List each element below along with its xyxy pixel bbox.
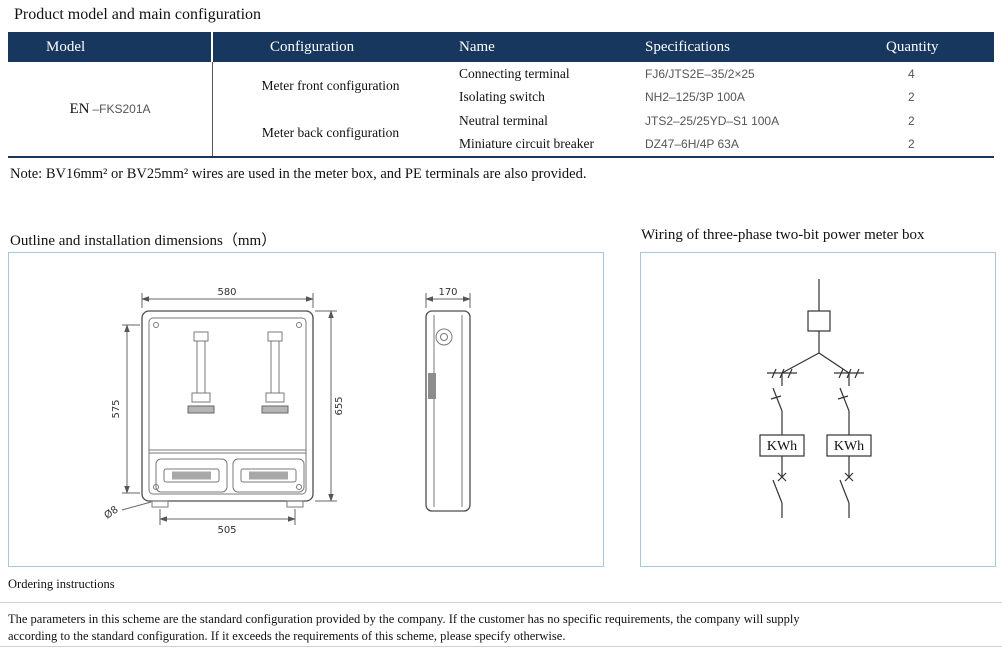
- corner-screw-icon: [153, 322, 159, 328]
- column-header-model: Model: [8, 32, 213, 62]
- switch-blade: [772, 479, 783, 504]
- page-title: Product model and main configuration: [14, 6, 262, 23]
- dim-label-width-bottom: 505: [217, 525, 236, 536]
- kwh-meter-2-label: KWh: [834, 439, 864, 454]
- switch-blade: [839, 479, 850, 504]
- config-back-cell: Meter back configuration: [261, 124, 400, 140]
- divider-line: [0, 602, 1002, 603]
- wiring-section-title: Wiring of three-phase two-bit power mete…: [641, 227, 925, 243]
- dim-label-width-top: 580: [217, 287, 236, 298]
- side-view-drawing: [425, 310, 471, 512]
- breaker-blade: [839, 387, 850, 412]
- name-cell-row2: Isolating switch: [459, 89, 545, 105]
- ordering-instructions-text: The parameters in this scheme are the st…: [8, 611, 868, 645]
- column-header-configuration: Configuration: [270, 38, 355, 55]
- qty-cell-row4: 2: [908, 137, 915, 152]
- config-front-cell: Meter front configuration: [261, 77, 400, 93]
- outline-section-title: Outline and installation dimensions（mm）: [10, 233, 277, 249]
- bottom-panel-left: [155, 458, 228, 493]
- bottom-panel-right: [232, 458, 305, 493]
- meter-window-left: [187, 331, 215, 414]
- qty-cell-row2: 2: [908, 90, 915, 105]
- ordering-instructions-title: Ordering instructions: [8, 577, 115, 591]
- mounting-foot-right: [286, 500, 304, 508]
- branch-left: [759, 368, 805, 518]
- hinge-block: [428, 373, 436, 399]
- spec-cell-row1: FJ6/JTS2E–35/2×25: [645, 66, 755, 81]
- supply-box: [807, 310, 831, 332]
- name-cell-row3: Neutral terminal: [459, 112, 548, 128]
- lock-dial-icon: [435, 328, 453, 346]
- corner-screw-icon: [296, 484, 302, 490]
- dim-label-height-inner: 575: [111, 399, 122, 418]
- ordering-text-line2: according to the standard configuration.…: [8, 629, 566, 643]
- meter-window-right: [261, 331, 289, 414]
- configuration-table: Model Configuration Name Specifications …: [8, 32, 994, 158]
- bottom-divider-line: [0, 646, 1002, 647]
- name-cell-row1: Connecting terminal: [459, 65, 570, 81]
- breaker-blade: [772, 387, 783, 412]
- kwh-meter-1-label: KWh: [767, 439, 797, 454]
- model-prefix: EN: [69, 100, 90, 117]
- dim-label-side-width: 170: [438, 287, 457, 298]
- ordering-text-line1: The parameters in this scheme are the st…: [8, 612, 800, 626]
- spec-cell-row3: JTS2–25/25YD–S1 100A: [645, 113, 780, 128]
- dim-label-height-outer: 655: [334, 396, 345, 415]
- corner-screw-icon: [296, 322, 302, 328]
- dimension-annotations: 580 170 575 655 505 Ø8: [102, 287, 471, 536]
- name-cell-row4: Miniature circuit breaker: [459, 136, 594, 152]
- column-header-specifications: Specifications: [645, 38, 730, 55]
- spec-cell-row2: NH2–125/3P 100A: [645, 90, 745, 105]
- branch-right: [826, 368, 872, 518]
- wiring-lines: [759, 279, 872, 518]
- front-view-drawing: [141, 310, 314, 508]
- model-cell: EN –FKS201A: [8, 62, 213, 156]
- model-suffix: –FKS201A: [92, 102, 151, 116]
- column-header-name: Name: [459, 38, 495, 55]
- outline-drawing-panel: 580 170 575 655 505 Ø8: [8, 252, 604, 567]
- table-body: EN –FKS201A Meter front configuration Me…: [8, 62, 994, 158]
- qty-cell-row3: 2: [908, 113, 915, 128]
- wiring-diagram-panel: KWh KWh: [640, 252, 996, 567]
- spec-cell-row4: DZ47–6H/4P 63A: [645, 137, 739, 152]
- table-note: Note: BV16mm² or BV25mm² wires are used …: [10, 166, 587, 182]
- wiring-diagram: KWh KWh: [759, 279, 872, 518]
- mounting-foot-left: [151, 500, 169, 508]
- column-header-quantity: Quantity: [886, 38, 939, 55]
- table-header-row: Model Configuration Name Specifications …: [8, 32, 994, 62]
- dim-label-hole-diameter: Ø8: [102, 504, 121, 522]
- outline-drawing: 580 170 575 655 505 Ø8: [102, 287, 471, 536]
- qty-cell-row1: 4: [908, 66, 915, 81]
